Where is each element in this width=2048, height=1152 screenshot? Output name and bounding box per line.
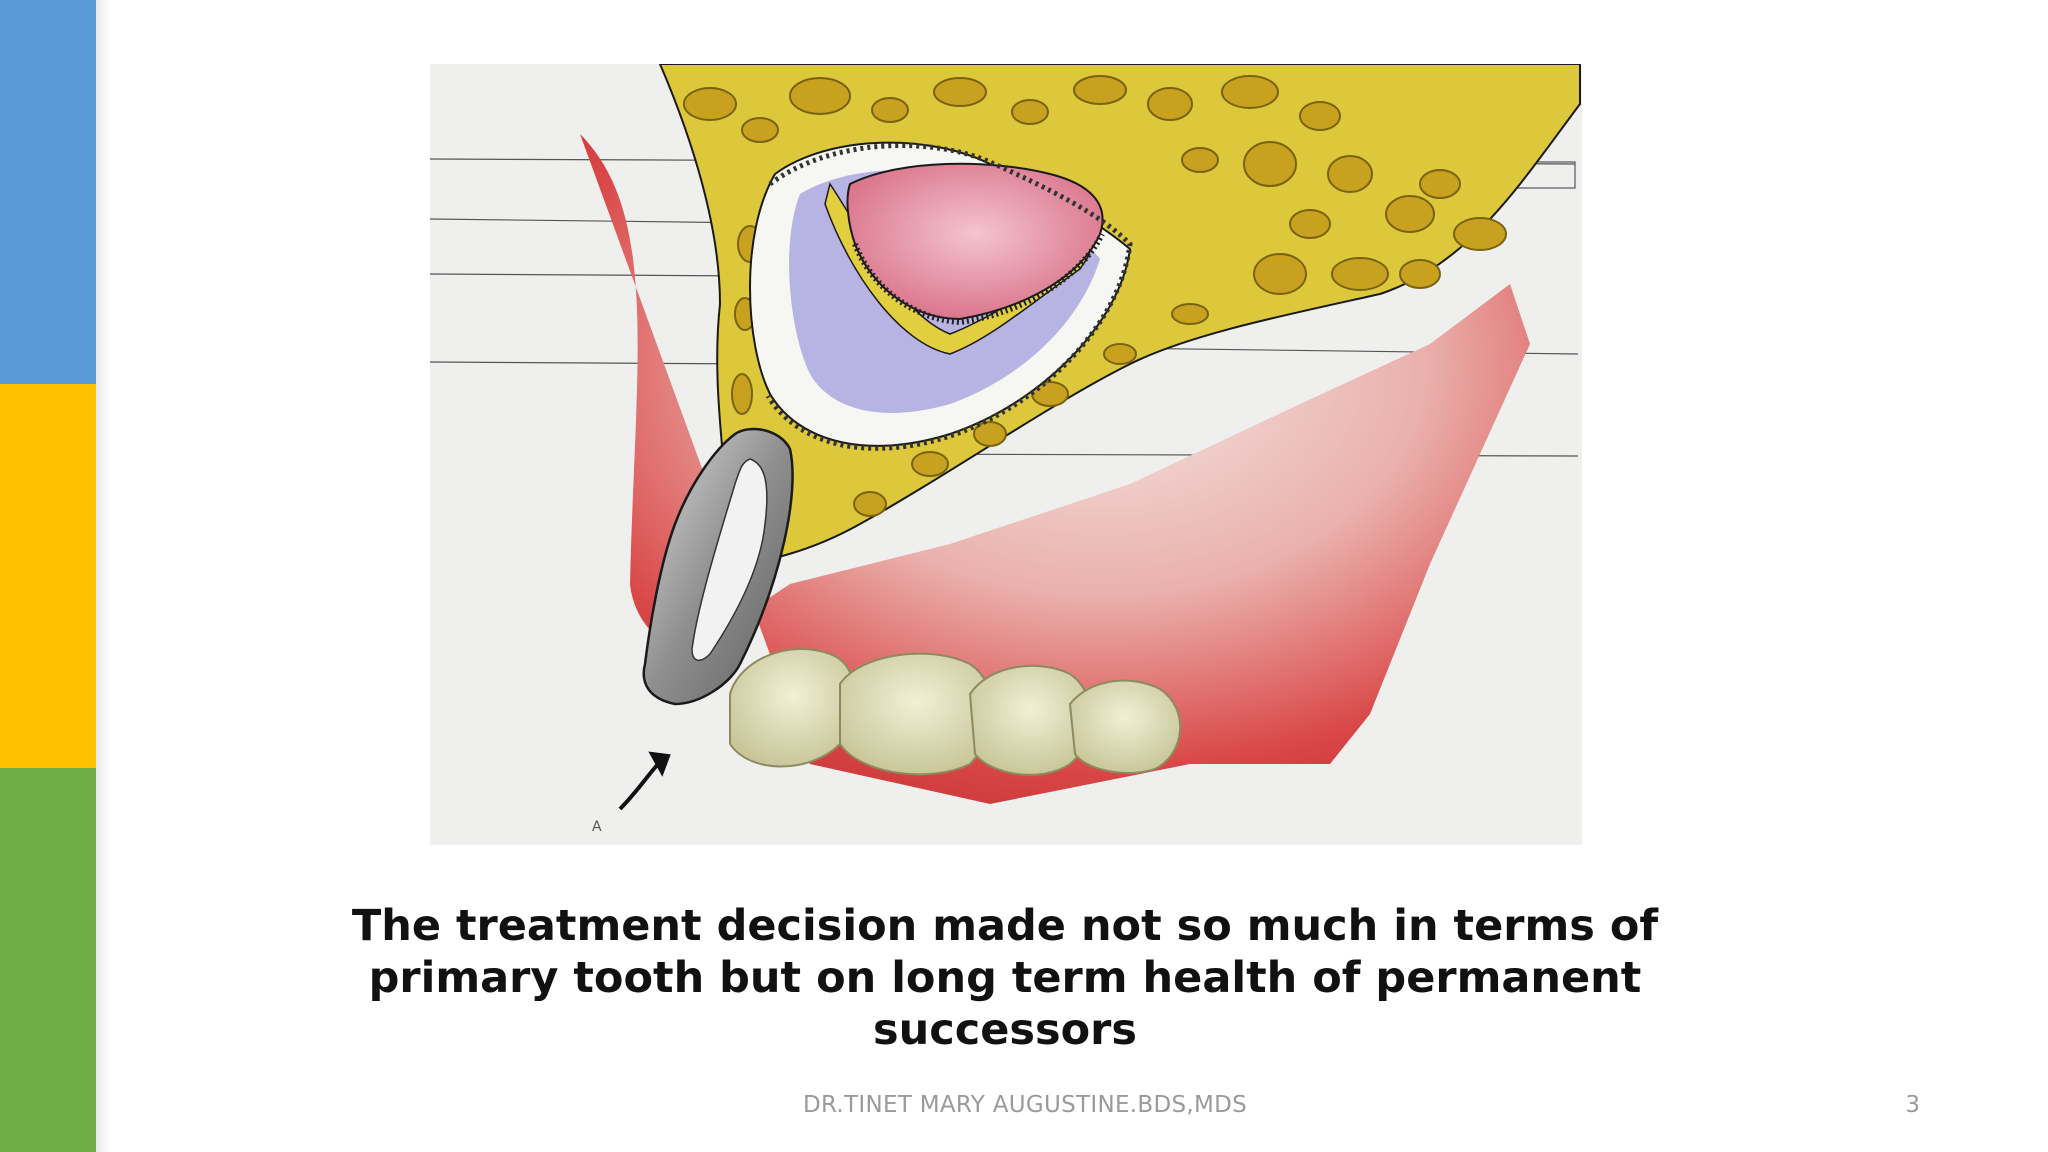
page-number: 3	[1905, 1092, 1920, 1118]
indicator-arrow	[618, 751, 671, 811]
dental-anatomy-illustration: A	[430, 64, 1582, 845]
bone-marrow-spaces	[683, 75, 1507, 517]
primary-tooth-pulp	[691, 458, 768, 661]
accent-side-bar	[0, 0, 96, 1152]
accent-bar-green	[0, 768, 96, 1152]
primary-molars	[729, 648, 1182, 776]
accent-bar-blue	[0, 0, 96, 384]
accent-bar-yellow	[0, 384, 96, 768]
slide-body-text: The treatment decision made not so much …	[351, 901, 1659, 1055]
slide-footer: DR.TINET MARY AUGUSTINE.BDS,MDS	[802, 1092, 1248, 1118]
illustration-svg: A	[430, 64, 1581, 835]
gingiva-soft-tissue	[580, 134, 1530, 804]
panel-label: A	[592, 819, 602, 835]
side-bar-shadow	[96, 0, 110, 1152]
follicle-epithelium-beads	[765, 143, 1133, 451]
